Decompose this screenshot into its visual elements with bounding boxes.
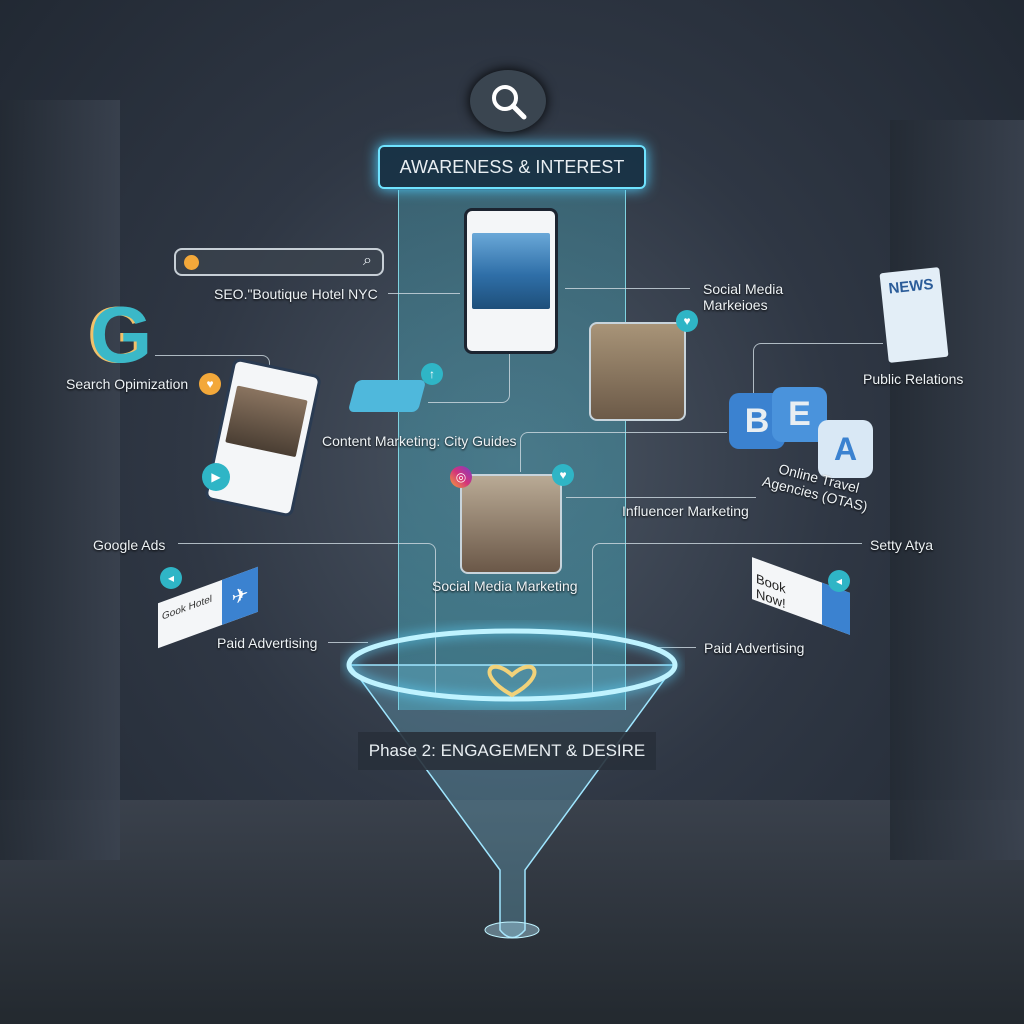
google-logo: G [90, 290, 153, 379]
setty-atya-label: Setty Atya [870, 537, 934, 553]
search-optimization-label: Search Opimization [66, 376, 189, 392]
connector [565, 288, 690, 289]
ota-logo-e: E [772, 387, 827, 442]
pillar-right [890, 120, 1024, 860]
share-icon: ↑ [421, 363, 443, 385]
heart-icon: ♥ [552, 464, 574, 486]
phase-label: Phase 2: ENGAGEMENT & DESIRE [358, 732, 656, 770]
influencer-marketing-label: Influencer Marketing [622, 503, 749, 519]
social-media-top-label: Social Media Markeioes [703, 281, 784, 313]
connector [328, 642, 368, 643]
seo-label: SEO."Boutique Hotel NYC [214, 286, 378, 302]
connector [566, 497, 756, 498]
pillar-left [0, 100, 120, 860]
google-ads-label: Google Ads [93, 537, 166, 553]
connector [658, 647, 696, 648]
instagram-icon: ◎ [450, 466, 472, 488]
connector [428, 354, 510, 403]
search-icon [470, 70, 546, 132]
paid-advertising-left-label: Paid Advertising [217, 635, 318, 651]
paid-advertising-right-label: Paid Advertising [704, 640, 805, 656]
heart-icon: ♥ [199, 373, 221, 395]
play-icon: ▶ [202, 463, 230, 491]
connector [388, 293, 460, 294]
social-media-marketing-label: Social Media Marketing [432, 578, 578, 594]
megaphone-icon: ◂ [160, 567, 182, 589]
floor [0, 800, 1024, 1024]
stage-title: AWARENESS & INTEREST [378, 145, 646, 189]
connector [592, 543, 862, 693]
public-relations-label: Public Relations [863, 371, 964, 387]
content-marketing-label: Content Marketing: City Guides [322, 433, 517, 449]
tablet-mockup [203, 357, 323, 518]
phone-mockup [464, 208, 558, 354]
search-bar[interactable]: ⌕ [174, 248, 384, 276]
hotel-room-photo [460, 474, 562, 574]
pool-photo [472, 233, 550, 309]
influencer-selfie-photo [589, 322, 686, 421]
dot-icon [184, 255, 199, 270]
connector [178, 543, 436, 693]
ota-logo-a: A [818, 420, 873, 478]
blog-photo [225, 385, 308, 458]
connector [753, 343, 883, 403]
pointing-hand-icon [347, 380, 427, 412]
newspaper-icon: NEWS [879, 267, 949, 363]
megaphone-icon: ◂ [828, 570, 850, 592]
connector [520, 432, 727, 472]
heart-icon: ♥ [676, 310, 698, 332]
funnel [346, 628, 678, 939]
magnifier-icon: ⌕ [363, 252, 372, 269]
